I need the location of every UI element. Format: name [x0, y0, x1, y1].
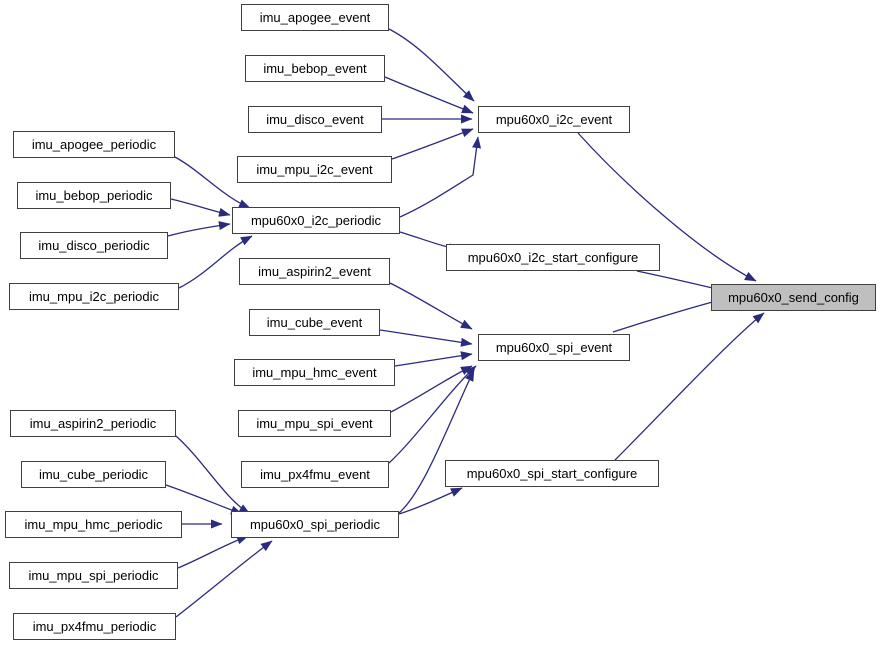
graph-edge	[177, 535, 249, 569]
graph-node-imu-mpu-hmc-event[interactable]: imu_mpu_hmc_event	[234, 359, 395, 386]
graph-node-label: imu_cube_periodic	[38, 467, 149, 482]
graph-edge	[379, 329, 473, 347]
graph-node-imu-disco-periodic[interactable]: imu_disco_periodic	[20, 232, 168, 259]
graph-node-mpu60x0-i2c-periodic[interactable]: mpu60x0_i2c_periodic	[232, 207, 400, 234]
graph-edge	[398, 369, 475, 514]
graph-node-label: imu_mpu_i2c_periodic	[28, 289, 160, 304]
graph-node-label: imu_bebop_event	[263, 61, 367, 76]
graph-edge	[390, 365, 473, 413]
graph-edge	[398, 487, 463, 515]
graph-node-label: mpu60x0_spi_event	[495, 340, 613, 355]
graph-edge	[167, 221, 231, 237]
graph-node-label: mpu60x0_send_config	[728, 290, 859, 305]
graph-edge	[388, 365, 477, 464]
graph-edge	[384, 76, 474, 114]
graph-node-imu-bebop-event[interactable]: imu_bebop_event	[245, 55, 385, 82]
graph-edge	[175, 435, 251, 515]
graph-edge	[614, 312, 765, 461]
graph-node-imu-mpu-spi-periodic[interactable]: imu_mpu_spi_periodic	[9, 562, 178, 589]
graph-node-imu-disco-event[interactable]: imu_disco_event	[248, 106, 382, 133]
graph-node-label: imu_mpu_i2c_event	[256, 162, 373, 177]
graph-node-imu-cube-event[interactable]: imu_cube_event	[249, 309, 380, 336]
graph-edge	[612, 297, 725, 333]
graph-node-label: imu_mpu_spi_periodic	[28, 568, 159, 583]
graph-node-label: imu_aspirin2_event	[258, 264, 371, 279]
graph-node-label: imu_disco_periodic	[38, 238, 150, 253]
graph-node-imu-px4fmu-event[interactable]: imu_px4fmu_event	[241, 461, 389, 488]
graph-node-mpu60x0-i2c-start-configure[interactable]: mpu60x0_i2c_start_configure	[446, 244, 660, 271]
graph-node-label: mpu60x0_spi_start_configure	[466, 466, 638, 481]
graph-node-label: imu_apogee_periodic	[31, 137, 157, 152]
graph-node-label: imu_px4fmu_event	[260, 467, 370, 482]
graph-node-label: mpu60x0_i2c_start_configure	[467, 250, 639, 265]
graph-node-label: mpu60x0_i2c_event	[495, 112, 613, 127]
graph-node-imu-aspirin2-event[interactable]: imu_aspirin2_event	[239, 258, 390, 285]
graph-node-imu-mpu-i2c-periodic[interactable]: imu_mpu_i2c_periodic	[9, 283, 179, 310]
graph-edge	[165, 484, 243, 515]
graph-node-label: imu_disco_event	[266, 112, 364, 127]
graph-edge	[388, 28, 475, 102]
graph-node-label: imu_mpu_spi_event	[256, 416, 373, 431]
graph-node-mpu60x0-spi-start-configure[interactable]: mpu60x0_spi_start_configure	[445, 460, 659, 487]
graph-node-label: imu_aspirin2_periodic	[29, 416, 157, 431]
graph-node-mpu60x0-send-config[interactable]: mpu60x0_send_config	[711, 284, 876, 311]
graph-node-imu-apogee-event[interactable]: imu_apogee_event	[241, 4, 389, 31]
graph-node-imu-mpu-hmc-periodic[interactable]: imu_mpu_hmc_periodic	[5, 511, 182, 538]
graph-node-mpu60x0-i2c-event[interactable]: mpu60x0_i2c_event	[478, 106, 630, 133]
graph-node-imu-px4fmu-periodic[interactable]: imu_px4fmu_periodic	[13, 613, 176, 640]
graph-node-mpu60x0-spi-event[interactable]: mpu60x0_spi_event	[478, 334, 630, 361]
graph-node-label: imu_mpu_hmc_periodic	[24, 517, 163, 532]
graph-node-label: imu_mpu_hmc_event	[252, 365, 377, 380]
graph-edge	[399, 136, 482, 218]
graph-node-label: imu_apogee_event	[259, 10, 371, 25]
graph-edge	[394, 351, 473, 367]
graph-edge	[391, 128, 474, 160]
graph-node-label: imu_bebop_periodic	[35, 188, 153, 203]
graph-edge	[389, 282, 473, 330]
graph-node-imu-aspirin2-periodic[interactable]: imu_aspirin2_periodic	[10, 410, 176, 437]
graph-node-imu-mpu-spi-event[interactable]: imu_mpu_spi_event	[238, 410, 391, 437]
graph-edge	[175, 540, 273, 618]
graph-node-label: imu_px4fmu_periodic	[32, 619, 157, 634]
graph-node-label: mpu60x0_spi_periodic	[249, 517, 381, 532]
graph-node-mpu60x0-spi-periodic[interactable]: mpu60x0_spi_periodic	[231, 511, 399, 538]
graph-node-imu-mpu-i2c-event[interactable]: imu_mpu_i2c_event	[237, 156, 392, 183]
graph-node-imu-cube-periodic[interactable]: imu_cube_periodic	[21, 461, 166, 488]
graph-node-label: imu_cube_event	[266, 315, 363, 330]
graph-node-imu-bebop-periodic[interactable]: imu_bebop_periodic	[17, 182, 171, 209]
graph-node-imu-apogee-periodic[interactable]: imu_apogee_periodic	[13, 131, 175, 158]
graph-edge	[170, 198, 231, 217]
graph-node-label: mpu60x0_i2c_periodic	[250, 213, 382, 228]
